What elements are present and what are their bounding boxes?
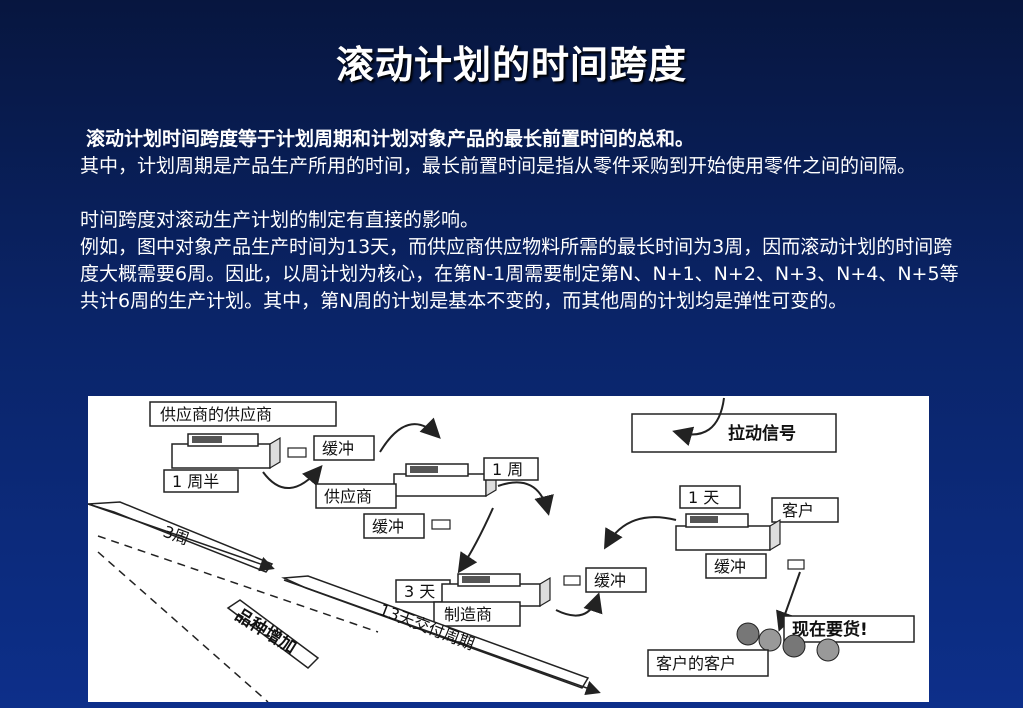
label-box-supplier-of-supplier	[149, 401, 337, 427]
buffer-icon-2	[431, 519, 451, 530]
paragraph-impact: 时间跨度对滚动生产计划的制定有直接的影响。	[80, 209, 480, 231]
label-manufacturer: 制造商	[444, 605, 492, 624]
variety-increase-arrow	[226, 599, 320, 669]
label-one-and-half-week: 1 周半	[172, 472, 219, 491]
factory-icon-manufacturer	[441, 573, 551, 608]
factory-icon-supplier	[393, 463, 497, 498]
label-box-one-day	[679, 485, 741, 509]
label-buffer-1: 缓冲	[322, 439, 354, 458]
label-customers-customer: 客户的客户	[656, 654, 736, 673]
label-box-need-now	[783, 615, 915, 643]
label-box-buffer-2	[363, 513, 425, 539]
label-customer: 客户	[782, 501, 814, 520]
delivery-cycle-arrow	[281, 575, 601, 696]
slide-title: 滚动计划的时间跨度	[335, 43, 687, 87]
flow-arrow-4	[457, 507, 494, 574]
paragraph-example: 例如，图中对象产品生产时间为13天，而供应商供应物料所需的最长时间为3周，因而滚…	[80, 236, 959, 312]
spacer	[80, 180, 960, 207]
flow-arrow-6	[776, 571, 801, 632]
factory-icon-customer	[675, 513, 781, 552]
label-supplier-of-supplier: 供应商的供应商	[160, 405, 272, 424]
label-box-pull-signal	[631, 413, 837, 453]
body-text: 滚动计划时间跨度等于计划周期和计划对象产品的最长前置时间的总和。 其中，计划周期…	[80, 126, 960, 315]
factory-icon-supplier-of-supplier	[171, 433, 281, 470]
label-box-buffer-4	[705, 553, 767, 579]
paragraph-explanation: 其中，计划周期是产品生产所用的时间，最长前置时间是指从零件采购到开始使用零件之间…	[80, 155, 917, 177]
flow-arrow-3	[497, 481, 554, 516]
dashed-line-1	[97, 535, 379, 633]
label-buffer-2: 缓冲	[372, 517, 404, 536]
buffer-icon-4	[787, 559, 805, 570]
label-one-week: 1 周	[492, 460, 523, 479]
label-supplier: 供应商	[324, 487, 372, 506]
label-one-day: 1 天	[688, 488, 719, 507]
label-box-one-week	[483, 457, 539, 481]
label-box-buffer-3	[585, 567, 647, 593]
buffer-icon-1	[287, 447, 307, 458]
dashed-line-2	[97, 551, 269, 702]
label-buffer-3: 缓冲	[594, 571, 626, 590]
flow-arrow-2	[379, 417, 441, 453]
label-box-customers-customer	[647, 649, 769, 677]
paragraph-definition: 滚动计划时间跨度等于计划周期和计划对象产品的最长前置时间的总和。	[86, 128, 695, 150]
label-variety-increase: 品种增加	[231, 604, 300, 658]
flow-arrow-1	[262, 464, 323, 489]
diagram-svg: 供应商的供应商 1 周半 缓冲 1 周 供应商 缓冲	[88, 397, 915, 702]
label-buffer-4: 缓冲	[714, 557, 746, 576]
three-weeks-arrow	[88, 501, 275, 573]
label-need-now: 现在要货!	[792, 619, 868, 640]
label-box-one-and-half-week	[163, 469, 239, 493]
label-pull-signal: 拉动信号	[728, 423, 796, 444]
label-three-weeks: 3周	[161, 522, 192, 549]
crowd-icon	[736, 622, 840, 662]
buffer-icon-3	[563, 575, 581, 586]
label-box-manufacturer	[433, 601, 521, 627]
supply-chain-diagram: 供应商的供应商 1 周半 缓冲 1 周 供应商 缓冲	[88, 396, 929, 702]
label-box-supplier	[315, 483, 397, 509]
label-box-buffer-1	[313, 435, 375, 461]
flow-arrow-5	[603, 516, 677, 550]
label-box-customer	[771, 497, 839, 523]
pull-signal-arrow	[672, 397, 725, 447]
label-three-days: 3 天	[404, 582, 435, 601]
flow-arrow-7	[555, 592, 603, 617]
